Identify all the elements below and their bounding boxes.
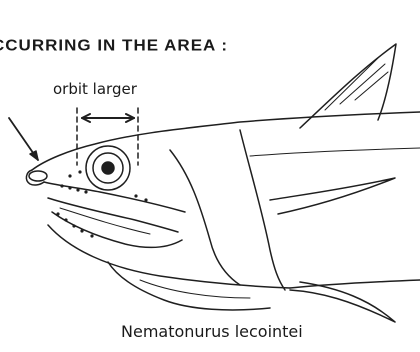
lateral-line (250, 148, 420, 156)
species-caption: Nematonurus lecointei (121, 322, 303, 341)
orbit-width-arrow (82, 114, 134, 122)
upper-jaw (44, 182, 185, 212)
ventral-fin (290, 282, 395, 322)
mouth-upper-lip (48, 198, 178, 232)
preopercle (170, 150, 240, 285)
mouth-lower-lip (52, 212, 182, 247)
nostril (29, 171, 47, 181)
head-outline (32, 112, 420, 170)
dorsal-fin-rays (325, 58, 388, 110)
snout-pointer-arrow (9, 118, 38, 160)
gill-membrane-line (140, 280, 250, 298)
pectoral-fin (270, 178, 395, 214)
eye-pupil (102, 162, 114, 174)
lower-jaw (48, 225, 290, 288)
